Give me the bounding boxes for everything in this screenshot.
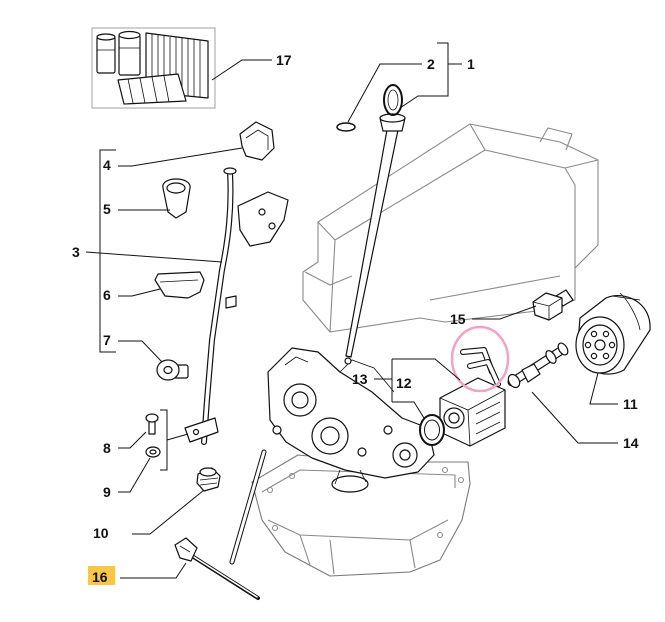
oil-cooler-part <box>439 377 506 447</box>
callout-10[interactable]: 10 <box>93 525 109 541</box>
callout-1[interactable]: 1 <box>467 56 475 72</box>
dipstick-guide-tube-part-3 <box>184 167 289 565</box>
callout-4[interactable]: 4 <box>103 157 111 173</box>
callout-8[interactable]: 8 <box>103 440 111 456</box>
filter-kit-illustration <box>91 27 216 109</box>
plug-part-10 <box>196 467 221 492</box>
callout-3[interactable]: 3 <box>72 244 80 260</box>
callout-9[interactable]: 9 <box>103 484 111 500</box>
callout-6[interactable]: 6 <box>103 287 111 303</box>
screw-part-8 <box>145 413 159 435</box>
washer-part-9 <box>145 446 161 458</box>
leader-lines <box>85 42 618 579</box>
clip-part-5 <box>162 178 191 219</box>
callout-7[interactable]: 7 <box>103 332 111 348</box>
clip-part-4 <box>239 121 275 161</box>
callout-12[interactable]: 12 <box>396 375 412 391</box>
pressure-sensor-part <box>532 289 574 321</box>
callout-13[interactable]: 13 <box>352 371 368 387</box>
callout-highlight-circle <box>450 325 510 393</box>
callout-16[interactable]: 16 <box>92 569 108 585</box>
oil-filter-part-11 <box>575 292 651 375</box>
callout-labels: 17 2 1 3 4 5 6 7 8 9 10 16 15 13 12 11 1… <box>72 52 639 585</box>
o-ring-part-2 <box>336 122 356 132</box>
highlight-badge-16 <box>88 566 115 585</box>
oil-pump-housing <box>267 347 435 493</box>
grommet-part-7 <box>156 359 189 381</box>
callout-2[interactable]: 2 <box>427 56 435 72</box>
union-pipe-part-14 <box>507 342 569 389</box>
pipe-union-part-15 <box>460 347 501 387</box>
seal-part-12 <box>419 414 445 446</box>
callout-15[interactable]: 15 <box>450 311 466 327</box>
dipstick-part-1 <box>344 84 406 365</box>
callout-17[interactable]: 17 <box>276 52 292 68</box>
callout-5[interactable]: 5 <box>103 201 111 217</box>
callout-11[interactable]: 11 <box>623 396 638 412</box>
dipstick-part-16 <box>174 537 260 600</box>
callout-14[interactable]: 14 <box>623 435 639 451</box>
clamp-part-6 <box>154 271 205 299</box>
